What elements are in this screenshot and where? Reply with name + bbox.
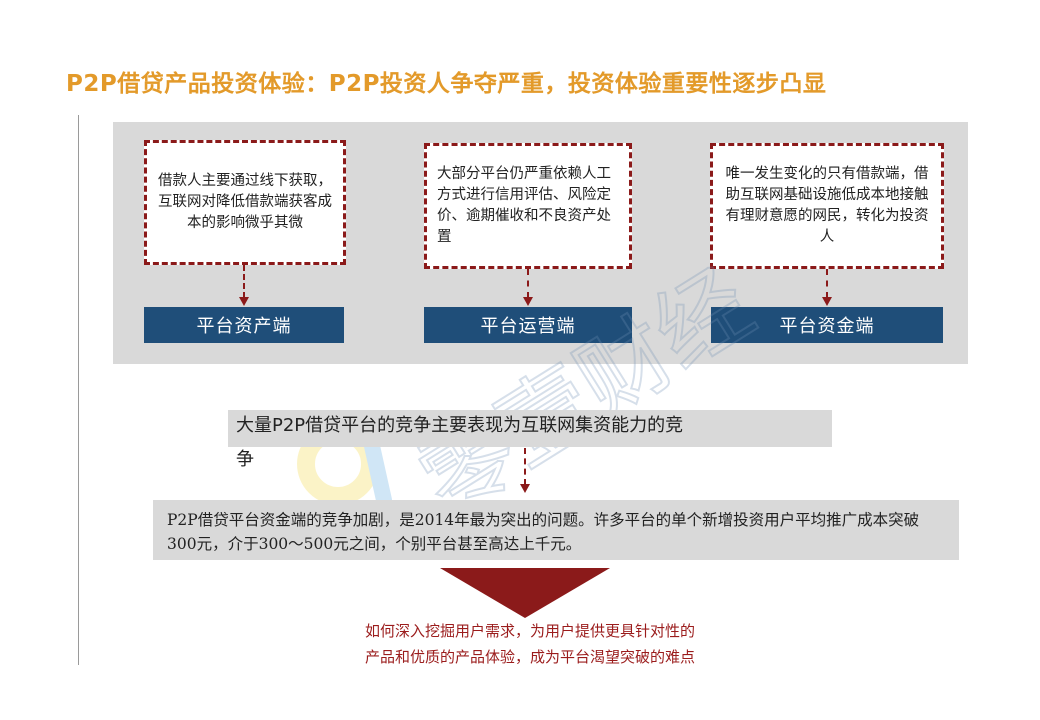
operation-side-note: 大部分平台仍严重依赖人工方式进行信用评估、风险定价、逾期催收和不良资产处置 — [424, 143, 632, 269]
asset-side-connector — [243, 265, 245, 298]
summary-line-2: 争 — [236, 449, 254, 470]
asset-side-note: 借款人主要通过线下获取，互联网对降低借款端获客成本的影响微乎其微 — [144, 140, 346, 265]
operation-side-label: 平台运营端 — [424, 307, 632, 343]
asset-side-note-text: 借款人主要通过线下获取，互联网对降低借款端获客成本的影响微乎其微 — [158, 173, 332, 231]
summary-box: 大量P2P借贷平台的竞争主要表现为互联网集资能力的竞 — [228, 410, 832, 447]
funding-side-label: 平台资金端 — [711, 307, 943, 343]
asset-side-label-text: 平台资产端 — [196, 316, 292, 337]
operation-side-label-text: 平台运营端 — [480, 316, 576, 337]
conclusion-line-1: 如何深入挖掘用户需求，为用户提供更具针对性的 — [364, 622, 695, 640]
operation-side-arrow-icon — [523, 297, 533, 306]
operation-side-connector — [527, 269, 529, 298]
conclusion-line-2: 产品和优质的产品体验，成为平台渴望突破的难点 — [364, 648, 695, 666]
funding-side-connector — [826, 269, 828, 298]
left-divider — [78, 115, 79, 665]
down-arrow-icon — [440, 568, 610, 618]
funding-side-note-text: 唯一发生变化的只有借款端，借助互联网基础设施低成本地接触有理财意愿的网民，转化为… — [725, 166, 929, 245]
detail-box: P2P借贷平台资金端的竞争加剧，是2014年最为突出的问题。许多平台的单个新增投… — [153, 500, 959, 560]
summary-line-1: 大量P2P借贷平台的竞争主要表现为互联网集资能力的竞 — [236, 415, 684, 436]
summary-connector — [524, 448, 526, 485]
asset-side-arrow-icon — [239, 297, 249, 306]
detail-text: P2P借贷平台资金端的竞争加剧，是2014年最为突出的问题。许多平台的单个新增投… — [167, 511, 920, 553]
asset-side-label: 平台资产端 — [144, 307, 344, 343]
funding-side-note: 唯一发生变化的只有借款端，借助互联网基础设施低成本地接触有理财意愿的网民，转化为… — [710, 143, 944, 269]
operation-side-note-text: 大部分平台仍严重依赖人工方式进行信用评估、风险定价、逾期催收和不良资产处置 — [437, 166, 611, 245]
summary-arrow-icon — [520, 484, 530, 493]
funding-side-arrow-icon — [822, 297, 832, 306]
funding-side-label-text: 平台资金端 — [779, 316, 875, 337]
page-title: P2P借贷产品投资体验：P2P投资人争夺严重，投资体验重要性逐步凸显 — [66, 71, 827, 97]
conclusion: 如何深入挖掘用户需求，为用户提供更具针对性的 产品和优质的产品体验，成为平台渴望… — [200, 618, 860, 670]
